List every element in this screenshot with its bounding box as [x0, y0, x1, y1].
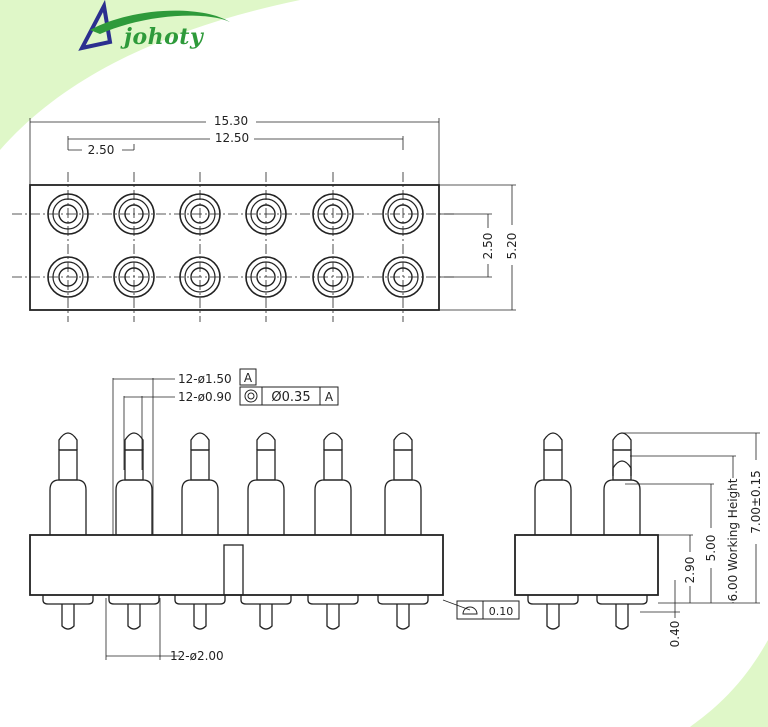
- front-pin-2: [174, 432, 226, 630]
- dim-pitch-y: 2.50: [481, 233, 495, 260]
- front-barrel-3: [247, 479, 285, 535]
- front-plunger-tip-5: [393, 432, 413, 450]
- brand-logo: [78, 0, 230, 51]
- flatness-tolerance: 0.10: [489, 605, 514, 618]
- front-barrel-2: [181, 479, 219, 535]
- side-pin-1: [596, 432, 648, 630]
- front-shoulder-1: [108, 595, 160, 605]
- side-barrel-1: [603, 479, 641, 535]
- side-shoulder-0: [527, 595, 579, 605]
- dim-pin-span: 12.50: [215, 131, 249, 145]
- side-barrel-0: [534, 479, 572, 535]
- front-shoulder-2: [174, 595, 226, 605]
- front-plunger-0: [58, 449, 78, 481]
- brand-swoosh-icon: [90, 10, 230, 34]
- front-plunger-tip-2: [190, 432, 210, 450]
- dim-hole-diameter: 12-ø1.50: [178, 372, 232, 386]
- side-pin-0: [527, 432, 579, 630]
- front-barrel-1: [115, 479, 153, 535]
- front-plunger-2: [190, 449, 210, 481]
- front-barrel-4: [314, 479, 352, 535]
- front-tail-0: [61, 604, 75, 630]
- front-plunger-1: [124, 449, 144, 481]
- front-barrel-5: [384, 479, 422, 535]
- front-plunger-tip-4: [323, 432, 343, 450]
- dim-working: 5.00: [704, 535, 718, 562]
- front-pin-0: [42, 432, 94, 630]
- front-shoulder-3: [240, 595, 292, 605]
- front-tail-3: [259, 604, 273, 630]
- front-barrel-0: [49, 479, 87, 535]
- dim-pitch-x: 2.50: [88, 143, 115, 157]
- front-pin-5: [377, 432, 429, 630]
- top-view-holes: [47, 193, 424, 298]
- dim-tail: 0.40: [668, 621, 682, 648]
- side-shoulder-1: [596, 595, 648, 605]
- datum-a-label: A: [244, 371, 253, 385]
- front-tail-5: [396, 604, 410, 630]
- front-tail-1: [127, 604, 141, 630]
- dim-shoulder-diameter: 12-ø2.00: [170, 649, 224, 663]
- brand-name: johoty: [124, 24, 204, 50]
- top-view-centerlines: [12, 172, 455, 322]
- dim-pin-diameter: 12-ø0.90: [178, 390, 232, 404]
- front-shoulder-4: [307, 595, 359, 605]
- side-tail-0: [546, 604, 560, 630]
- dim-total-height: 7.00±0.15: [749, 470, 763, 534]
- front-plunger-4: [323, 449, 343, 481]
- front-view-pins: [42, 432, 429, 630]
- front-tail-2: [193, 604, 207, 630]
- front-shoulder-5: [377, 595, 429, 605]
- side-plunger-0: [543, 449, 563, 481]
- side-plunger-tip-1: [612, 432, 632, 450]
- front-pin-3: [240, 432, 292, 630]
- front-plunger-tip-3: [256, 432, 276, 450]
- front-view-body: [29, 534, 444, 596]
- position-tolerance: Ø0.35: [271, 390, 310, 405]
- front-plunger-5: [393, 449, 413, 481]
- front-plunger-tip-1: [124, 432, 144, 450]
- side-plunger-tip-0: [543, 432, 563, 450]
- front-pin-1: [108, 432, 160, 630]
- flatness-icon: [462, 606, 478, 615]
- front-plunger-tip-0: [58, 432, 78, 450]
- front-view-slot: [223, 544, 244, 596]
- dim-working-height: 6.00 Working Height: [726, 478, 740, 601]
- dim-overall-height: 5.20: [505, 233, 519, 260]
- front-tail-4: [326, 604, 340, 630]
- side-view-body: [514, 534, 659, 596]
- side-view: [514, 432, 760, 650]
- front-view: [29, 368, 520, 660]
- top-view-body: [29, 184, 440, 311]
- dim-body-height: 2.90: [683, 557, 697, 584]
- position-datum: A: [325, 390, 334, 404]
- side-plunger-compressed: [612, 460, 632, 476]
- side-tail-1: [615, 604, 629, 630]
- front-shoulder-0: [42, 595, 94, 605]
- side-view-pins: [527, 432, 648, 630]
- front-pin-4: [307, 432, 359, 630]
- dim-overall-width: 15.30: [214, 114, 248, 128]
- front-plunger-3: [256, 449, 276, 481]
